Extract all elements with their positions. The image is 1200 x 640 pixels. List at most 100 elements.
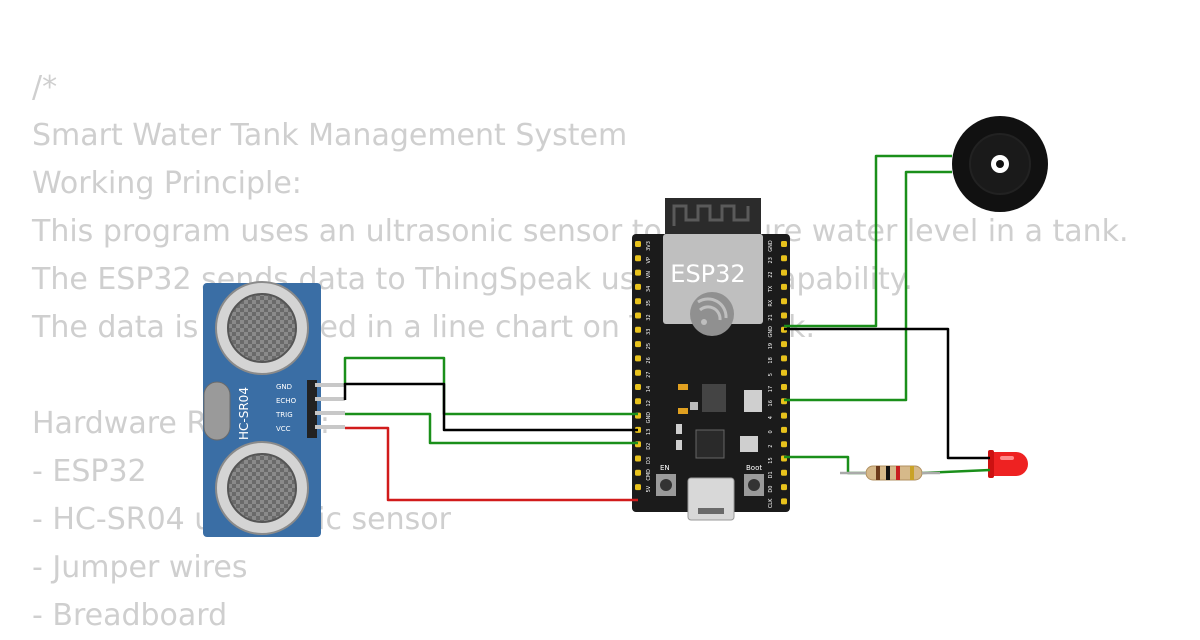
esp32-right-pin-pad[interactable] <box>781 255 787 262</box>
esp32-right-pin-pad[interactable] <box>781 498 787 505</box>
antenna-trace <box>672 204 750 226</box>
esp32-left-pin-pad[interactable] <box>635 469 641 476</box>
comment-line: Working Principle: <box>32 166 302 201</box>
esp32-right-pin-label: 2 <box>768 445 774 448</box>
esp32-right-pin-label: 21 <box>768 314 774 320</box>
wire-echo <box>343 382 638 432</box>
wire-resistor-in <box>784 455 866 475</box>
esp32-right-pin-pad[interactable] <box>781 241 787 247</box>
esp32-left-pin-label: 26 <box>646 357 652 363</box>
wire-vcc <box>345 426 638 502</box>
hcsr04-pin-vcc: VCC <box>276 425 291 433</box>
en-button[interactable] <box>656 474 676 496</box>
espressif-logo <box>690 292 734 336</box>
hcsr04-pin-trig: TRIG <box>275 411 293 419</box>
esp32-left-pin-pad[interactable] <box>635 355 641 362</box>
esp32-left-pin-pad[interactable] <box>635 455 641 462</box>
hcsr04-header <box>307 380 345 438</box>
esp32-left-pin-pad[interactable] <box>635 283 641 290</box>
esp32-left-pin-label: D3 <box>646 457 652 464</box>
esp32-right-pin-label: 15 <box>768 457 774 463</box>
buzzer-icon[interactable] <box>952 116 1048 212</box>
comment-line: - ESP32 <box>32 454 147 489</box>
esp32-right-pin-pad[interactable] <box>781 469 787 476</box>
esp32-right-pin-label: 19 <box>768 343 774 349</box>
comment-line: - Breadboard <box>32 598 228 633</box>
wire-trig <box>345 412 638 445</box>
esp32-left-pin-pad[interactable] <box>635 384 641 390</box>
en-label: EN <box>660 464 670 472</box>
resistor-icon[interactable] <box>865 465 923 481</box>
rf-shield <box>663 234 763 324</box>
esp32-left-pin-label: 13 <box>646 429 652 435</box>
esp32-right-pin-pad[interactable] <box>781 412 787 419</box>
esp32-components <box>676 384 762 459</box>
esp32-left-pin-label: VN <box>646 271 652 278</box>
esp32-left-pin-label: CMD <box>646 469 652 481</box>
esp32-right-pin-pad[interactable] <box>781 312 787 319</box>
esp32-left-pin-label: VP <box>646 257 652 263</box>
comment-line: - Jumper wires <box>32 550 248 585</box>
esp32-left-pin-pad[interactable] <box>635 398 641 405</box>
esp32-left-pin-label: 34 <box>646 286 652 292</box>
esp32-left-pin-pad[interactable] <box>635 269 641 276</box>
esp32-left-pin-label: 3V3 <box>646 241 652 251</box>
esp32-right-pin-pad[interactable] <box>781 384 787 390</box>
esp32-right-pin-label: 22 <box>768 271 774 277</box>
esp32-right-pin-pad[interactable] <box>781 369 787 376</box>
esp32-left-pin-pad[interactable] <box>635 341 641 348</box>
esp32-right-pin-pad[interactable] <box>781 355 787 362</box>
boot-button[interactable] <box>744 474 764 496</box>
esp32-right-pin-label: GND <box>768 326 774 338</box>
hcsr04-label: HC-SR04 <box>237 387 251 440</box>
esp32-right-pin-pad[interactable] <box>781 441 787 448</box>
wire-buzzer-gnd <box>784 154 952 328</box>
led-icon[interactable] <box>988 450 1028 478</box>
comment-line: Smart Water Tank Management System <box>32 118 628 153</box>
wire-gnd <box>343 356 638 416</box>
esp32-right-pin-label: 16 <box>768 400 774 406</box>
esp32-left-pin-pad[interactable] <box>635 326 641 333</box>
esp32-left-pin-label: 12 <box>646 400 652 406</box>
esp32-left-pin-label: 33 <box>646 329 652 335</box>
hcsr04-pin-gnd: GND <box>276 383 292 391</box>
esp32-right-pin-label: 23 <box>768 257 774 263</box>
esp32-right-pin-label: CLK <box>768 498 774 508</box>
esp32-left-pin-label: 14 <box>646 386 652 392</box>
esp32-left-pin-pad[interactable] <box>635 312 641 319</box>
wires <box>343 154 991 502</box>
esp32-right-pin-pad[interactable] <box>781 269 787 276</box>
esp32-left-pin-pad[interactable] <box>635 255 641 262</box>
esp32-left-pin-label: 25 <box>646 343 652 349</box>
esp32-right-pin-label: 17 <box>768 386 774 392</box>
esp32-right-pin-label: D1 <box>768 471 774 478</box>
esp32-left-pin-label: 5V <box>646 485 652 492</box>
esp32-right-pin-pad[interactable] <box>781 298 787 305</box>
esp32-left-pin-label: 27 <box>646 372 652 378</box>
esp32-left-pin-label: GND <box>646 412 652 424</box>
esp32-left-pin-label: 32 <box>646 314 652 320</box>
esp32-right-pin-label: D0 <box>768 486 774 493</box>
wire-buzzer-signal <box>784 170 952 402</box>
esp32-right-pin-label: 4 <box>768 416 774 419</box>
esp32-right-pin-pad[interactable] <box>781 484 787 491</box>
esp32-left-pin-pad[interactable] <box>635 241 641 247</box>
hcsr04-sensor[interactable]: HC-SR04 GND ECHO TRIG VCC <box>203 281 345 537</box>
crystal <box>203 381 231 441</box>
esp32-right-pin-pad[interactable] <box>781 341 787 348</box>
esp32-right-pin-label: GND <box>768 240 774 252</box>
esp32-right-pin-label: 5 <box>768 373 774 376</box>
esp32-left-pin-pad[interactable] <box>635 484 641 491</box>
esp32-left-pin-pad[interactable] <box>635 369 641 376</box>
esp32-label: ESP32 <box>670 260 745 288</box>
hcsr04-pin-echo: ECHO <box>276 397 297 405</box>
esp32-left-pin-pad[interactable] <box>635 298 641 305</box>
esp32-right-pin-pad[interactable] <box>781 426 787 433</box>
esp32-left-pin-label: D2 <box>646 443 652 450</box>
boot-label: Boot <box>746 464 762 472</box>
esp32-right-pin-label: 0 <box>768 430 774 433</box>
esp32-right-pin-pad[interactable] <box>781 283 787 290</box>
